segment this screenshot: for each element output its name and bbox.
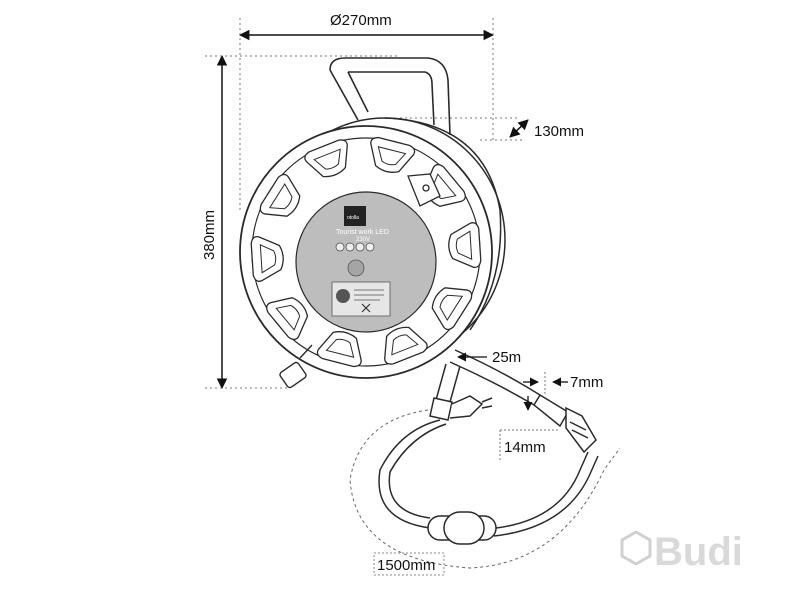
extension-cable xyxy=(449,349,597,454)
reel-slot xyxy=(384,326,428,365)
cable-length-dimension: 25m xyxy=(457,349,521,366)
watermark-logo-icon xyxy=(620,530,652,566)
reel-handle xyxy=(329,57,451,136)
reel-slot-inner xyxy=(313,148,341,170)
power-lead xyxy=(378,363,599,545)
reel-slots xyxy=(250,136,482,368)
cable-length-label: 25m xyxy=(492,349,521,366)
reel-slot-inner xyxy=(275,304,301,331)
reel-front-disc: otolla Tourist work LED 230V xyxy=(239,125,493,379)
reel-slot-inner xyxy=(259,243,277,274)
product-line1: Tourist work LED xyxy=(336,229,389,236)
cable-thickness-dimension: 7mm xyxy=(523,372,603,395)
reel-slot xyxy=(431,287,473,331)
lead-length-label: 1500mm xyxy=(377,557,435,574)
watermark-text: Budi xyxy=(654,530,743,574)
cable-thickness-label: 7mm xyxy=(570,374,603,391)
reel-slot-inner xyxy=(268,183,293,210)
info-sticker xyxy=(331,281,391,317)
height-label: 380mm xyxy=(201,210,218,260)
reel-side-connector xyxy=(407,173,441,207)
reel-slot-inner xyxy=(455,230,473,261)
lead-length-dimension: 1500mm xyxy=(373,552,445,576)
depth-label: 130mm xyxy=(534,123,584,140)
diameter-dimension: Ø270mm xyxy=(238,12,495,210)
product-line2: 230V xyxy=(356,237,370,243)
reel-sockets xyxy=(335,242,375,252)
reel-slot xyxy=(316,331,362,368)
watermark: Budi xyxy=(620,530,743,574)
brand-label: otolla xyxy=(347,215,359,221)
reel-slot-inner xyxy=(439,294,464,321)
connector-diameter-dimension: 14mm xyxy=(499,396,560,462)
hub-knob xyxy=(347,259,365,277)
reel-slot xyxy=(448,222,482,269)
reel-foot xyxy=(279,344,313,389)
lead-guides xyxy=(349,409,621,569)
connector-diameter-label: 14mm xyxy=(504,439,546,456)
reel-slot-inner xyxy=(391,334,419,356)
depth-dimension: 130mm xyxy=(400,117,584,141)
reel-hub xyxy=(295,191,437,333)
reel-slot xyxy=(304,139,348,178)
reel-slot xyxy=(370,136,416,173)
brand-tag xyxy=(344,206,366,226)
reel-slot xyxy=(250,235,284,282)
diameter-label: Ø270mm xyxy=(330,12,392,29)
height-dimension: 380mm xyxy=(201,54,400,390)
reel-slot-inner xyxy=(325,338,355,358)
reel-slot xyxy=(259,173,301,217)
reel-slot-inner xyxy=(377,146,407,166)
